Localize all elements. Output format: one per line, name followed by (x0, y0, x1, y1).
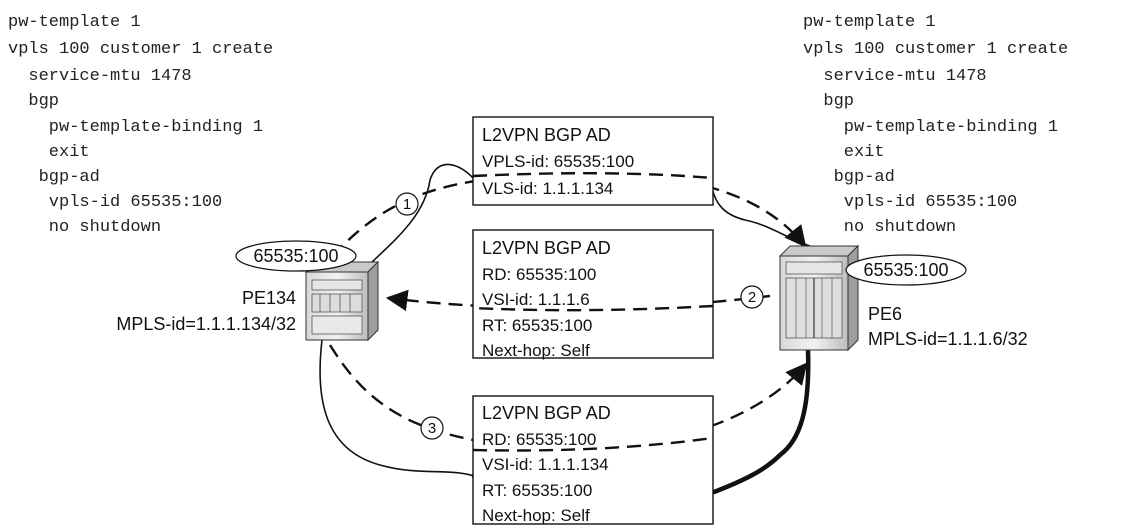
pe134-router-icon (304, 260, 380, 342)
box-line: RT: 65535:100 (482, 316, 592, 335)
box-line: RD: 65535:100 (482, 265, 596, 284)
left-config-line: service-mtu 1478 (8, 67, 192, 86)
network-cloud-upper-right (711, 187, 811, 247)
box-line: RD: 65535:100 (482, 430, 596, 449)
pe6-mpls-id: MPLS-id=1.1.1.6/32 (868, 329, 1028, 349)
box-line: Next-hop: Self (482, 506, 590, 525)
left-config-line: vpls-id 65535:100 (8, 193, 222, 212)
bgp-ad-box-3: L2VPN BGP AD RD: 65535:100 VSI-id: 1.1.1… (472, 395, 714, 525)
box-title: L2VPN BGP AD (482, 125, 611, 145)
box-line: RT: 65535:100 (482, 481, 592, 500)
network-cloud-lower-right (711, 347, 811, 495)
pe134-route-target-tag: 65535:100 (235, 240, 357, 272)
right-config-line: pw-template-binding 1 (803, 118, 1058, 137)
pe134-mpls-id: MPLS-id=1.1.1.134/32 (116, 314, 296, 334)
step3-arrow-over-box (472, 436, 714, 452)
right-config-line: bgp (803, 92, 854, 111)
step-1-number: 1 (403, 196, 411, 213)
left-config: pw-template 1 vpls 100 customer 1 create… (8, 13, 273, 237)
left-config-line: bgp-ad (8, 168, 100, 187)
box-title: L2VPN BGP AD (482, 403, 611, 423)
right-config-line: service-mtu 1478 (803, 67, 987, 86)
step-2-number: 2 (748, 289, 756, 306)
step-1-marker: 1 (395, 192, 419, 216)
left-config-line: pw-template-binding 1 (8, 118, 263, 137)
step-3-number: 3 (428, 420, 436, 437)
pe6-router-icon (778, 244, 860, 352)
right-config-line: vpls-id 65535:100 (803, 193, 1017, 212)
right-config-line: vpls 100 customer 1 create (803, 40, 1068, 59)
box-line: Next-hop: Self (482, 341, 590, 360)
bgp-ad-box-2: L2VPN BGP AD RD: 65535:100 VSI-id: 1.1.1… (472, 229, 714, 360)
box-line: VPLS-id: 65535:100 (482, 152, 634, 171)
box-line: VLS-id: 1.1.1.134 (482, 179, 613, 198)
network-cloud (371, 163, 479, 263)
pe134-tag-text: 65535:100 (253, 246, 338, 266)
bgp-ad-box-1: L2VPN BGP AD VPLS-id: 65535:100 VLS-id: … (472, 116, 714, 206)
pe134-name: PE134 (242, 288, 296, 308)
left-config-line: exit (8, 143, 90, 162)
step-2-marker: 2 (740, 285, 764, 309)
left-config-line: pw-template 1 (8, 13, 141, 32)
box-line: VSI-id: 1.1.1.6 (482, 290, 590, 309)
left-config-line: bgp (8, 92, 59, 111)
pe6-name: PE6 (868, 304, 902, 324)
pe6-tag-text: 65535:100 (863, 260, 948, 280)
step-3-marker: 3 (420, 416, 444, 440)
right-config-line: pw-template 1 (803, 13, 936, 32)
network-cloud-lower-left (319, 339, 475, 477)
left-config-line: vpls 100 customer 1 create (8, 40, 273, 59)
left-config-line: no shutdown (8, 218, 161, 237)
step2-arrow-over-box (472, 304, 714, 312)
right-config-line: bgp-ad (803, 168, 895, 187)
step1-arrow-over-box (472, 172, 714, 180)
box-line: VSI-id: 1.1.1.134 (482, 455, 609, 474)
box-title: L2VPN BGP AD (482, 238, 611, 258)
right-config-line: exit (803, 143, 885, 162)
pe6-route-target-tag: 65535:100 (845, 254, 967, 286)
right-config-line: no shutdown (803, 218, 956, 237)
right-config: pw-template 1 vpls 100 customer 1 create… (803, 13, 1068, 237)
